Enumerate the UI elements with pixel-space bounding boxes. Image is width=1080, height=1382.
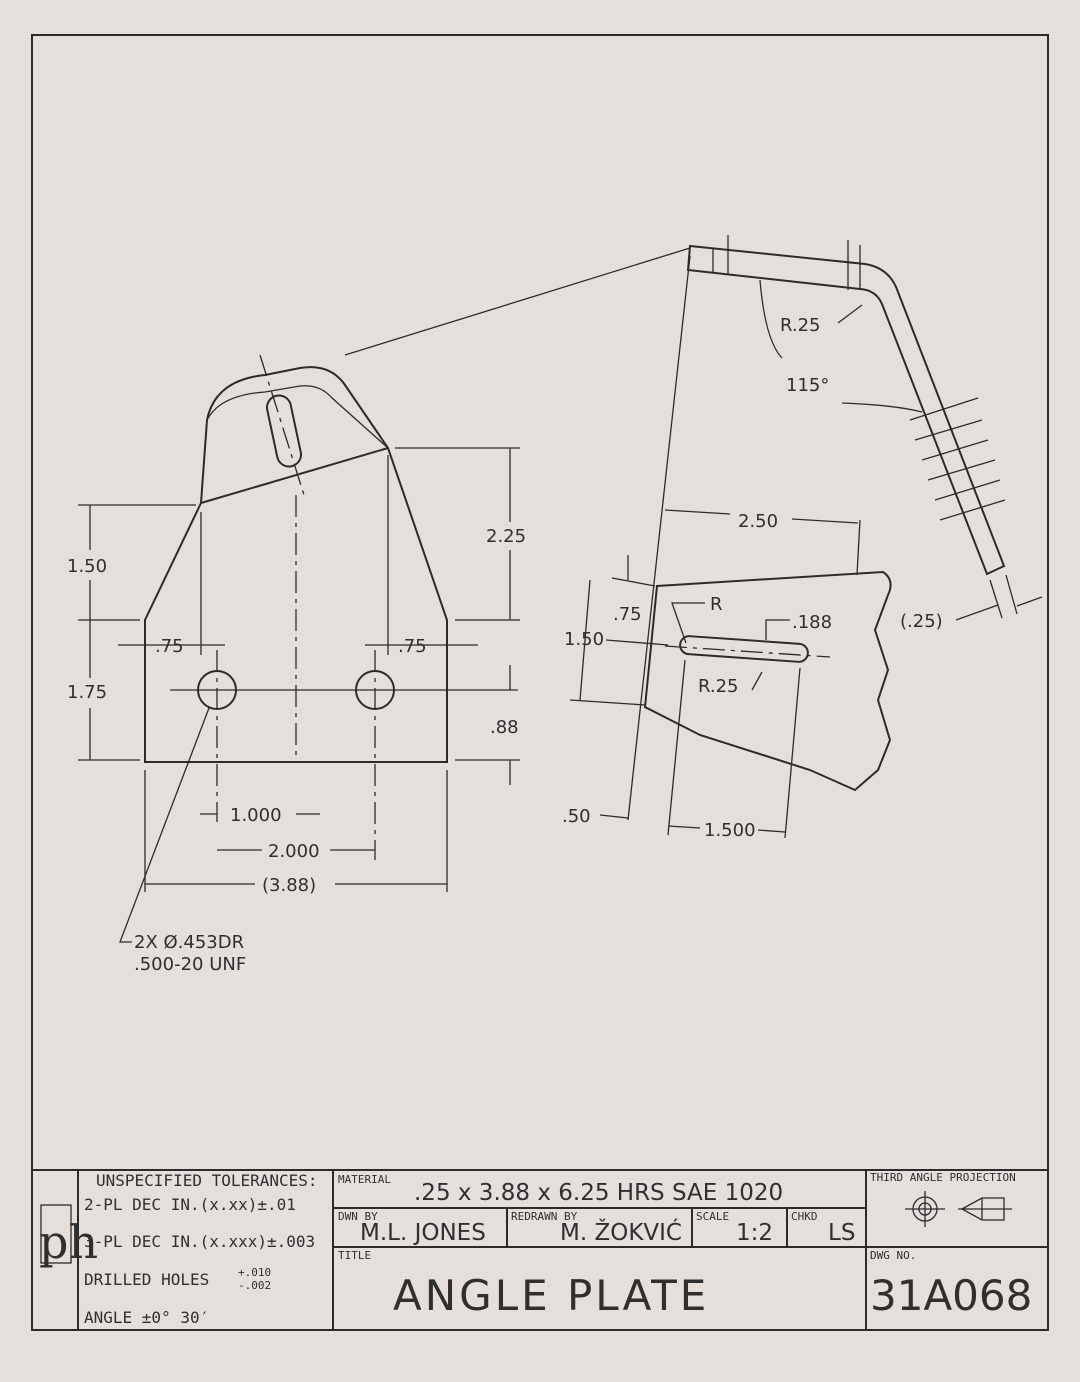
detail-slot xyxy=(679,635,809,663)
bend-line-outer xyxy=(200,447,389,504)
radius-r-leader xyxy=(671,602,705,644)
dwg-no-value: 31A068 xyxy=(870,1271,1032,1320)
dim-1-500: 1.500 xyxy=(704,820,756,841)
dim-1-75: 1.75 xyxy=(67,682,107,703)
scale-value: 1:2 xyxy=(736,1220,773,1246)
side-thickness: (.25) xyxy=(900,611,943,632)
dim-150-line xyxy=(579,579,591,701)
projection-label: THIRD ANGLE PROJECTION xyxy=(870,1171,1016,1184)
hole-note-2: .500-20 UNF xyxy=(134,954,246,975)
thickness-arrow-l xyxy=(955,604,999,621)
dim-150-leader xyxy=(605,639,669,646)
detail-view: 2.50 .75 1.50 R .188 R.25 .50 1.500 xyxy=(562,255,892,841)
dim-2-000: 2.000 xyxy=(268,841,320,862)
side-slot-line-4 xyxy=(927,459,996,481)
dim-1-000: 1.000 xyxy=(230,805,282,826)
title-value: ANGLE PLATE xyxy=(393,1271,709,1320)
hole-leader xyxy=(119,707,210,943)
detail-ext-top-right xyxy=(856,519,861,576)
dim-1-50: 1.50 xyxy=(67,556,107,577)
redrawn-by-value: M. ŽOKVIĆ xyxy=(560,1218,682,1246)
drilled-holes: DRILLED HOLES xyxy=(84,1270,209,1289)
slot xyxy=(266,394,302,468)
tol-3pl: 3-PL DEC IN.(x.xxx)±.003 xyxy=(84,1232,315,1251)
projection-symbol-icon xyxy=(905,1191,1012,1227)
dim-1500-line-l xyxy=(667,825,701,829)
logo-frame xyxy=(40,1204,72,1264)
detail-radius-r: R xyxy=(710,594,723,615)
dim-0-50: .50 xyxy=(562,806,591,827)
side-view: R.25 115° (.25) xyxy=(686,235,1043,632)
dim-1-50-detail: 1.50 xyxy=(564,629,604,650)
dim-0-75: .75 xyxy=(613,604,642,625)
dim-text-bg xyxy=(483,522,535,550)
dim-250-line-r xyxy=(791,518,859,524)
dim-075-ext-1 xyxy=(611,577,656,587)
dim-75-right: .75 xyxy=(398,636,427,657)
radius-025-leader xyxy=(751,671,763,691)
side-slot-line-6 xyxy=(939,499,1006,521)
hole-note-1: 2X Ø.453DR xyxy=(134,932,244,953)
side-view-outline xyxy=(686,244,1006,576)
scale-label: SCALE xyxy=(696,1210,729,1223)
thickness-ext-1 xyxy=(989,579,1003,619)
detail-ext-bottom-left xyxy=(667,659,686,836)
drilled-plus: +.010 xyxy=(238,1266,271,1279)
logo-letters: ph xyxy=(39,1215,98,1269)
material-value: .25 x 3.88 x 6.25 HRS SAE 1020 xyxy=(414,1180,783,1206)
bend-line-inner xyxy=(206,385,389,449)
title-label: TITLE xyxy=(338,1249,371,1262)
chkd-label: CHKD xyxy=(791,1210,818,1223)
chkd-value: LS xyxy=(828,1220,855,1246)
title-block: ph UNSPECIFIED TOLERANCES: 2-PL DEC IN.(… xyxy=(32,1169,1048,1330)
dwn-by-label: DWN BY xyxy=(338,1210,378,1223)
side-slot-line-2 xyxy=(914,419,983,441)
projection-line xyxy=(344,247,691,356)
thickness-arrow-r xyxy=(1016,596,1043,607)
dim-150-ext-bot xyxy=(569,699,646,706)
detail-ext-left xyxy=(627,255,691,821)
slot-centerline xyxy=(259,354,305,496)
side-radius: R.25 xyxy=(780,315,821,336)
side-slot-line-3 xyxy=(921,439,989,461)
dim-2-25: 2.25 xyxy=(486,526,526,547)
dwg-no-label: DWG NO. xyxy=(870,1249,916,1262)
slot-width-leader xyxy=(765,619,790,640)
thickness-ext-2 xyxy=(1005,574,1018,615)
angle-tol: ANGLE ±0° 30′ xyxy=(84,1308,209,1327)
dim-3-88: (3.88) xyxy=(262,875,316,896)
dim-0-88: .88 xyxy=(490,717,519,738)
dim-050-arrow xyxy=(599,814,629,819)
detail-slot-width: .188 xyxy=(792,612,832,633)
dim-text-bg xyxy=(60,550,120,580)
detail-radius-025: R.25 xyxy=(698,676,739,697)
tol-2pl: 2-PL DEC IN.(x.xx)±.01 xyxy=(84,1195,296,1214)
dim-2-50: 2.50 xyxy=(738,511,778,532)
side-angle: 115° xyxy=(786,375,829,396)
dim-250-line-l xyxy=(664,509,731,515)
angle-arc-upper xyxy=(759,279,783,359)
material-label: MATERIAL xyxy=(338,1173,391,1186)
drawing-border xyxy=(31,34,1049,1331)
side-radius-leader xyxy=(837,304,863,324)
drilled-minus: -.002 xyxy=(238,1279,271,1292)
detail-outline xyxy=(643,570,892,792)
front-view: 1.50 1.75 .75 .75 2.25 .88 1.000 2.000 (… xyxy=(60,354,535,975)
dwn-by-value: M.L. JONES xyxy=(360,1220,486,1246)
side-slot-line-5 xyxy=(934,479,1001,501)
tol-header: UNSPECIFIED TOLERANCES: xyxy=(96,1171,318,1190)
front-view-outline xyxy=(144,366,448,763)
side-slot-line-1 xyxy=(909,397,979,421)
dim-1500-line-r xyxy=(757,829,786,833)
detail-ext-bottom-right xyxy=(784,667,801,839)
redrawn-by-label: REDRAWN BY xyxy=(511,1210,578,1223)
detail-slot-centerline xyxy=(664,645,831,658)
dim-text-bg xyxy=(60,678,120,708)
dim-75-left: .75 xyxy=(155,636,184,657)
company-logo: ph xyxy=(39,1204,98,1269)
angle-arc-lower xyxy=(841,402,923,413)
